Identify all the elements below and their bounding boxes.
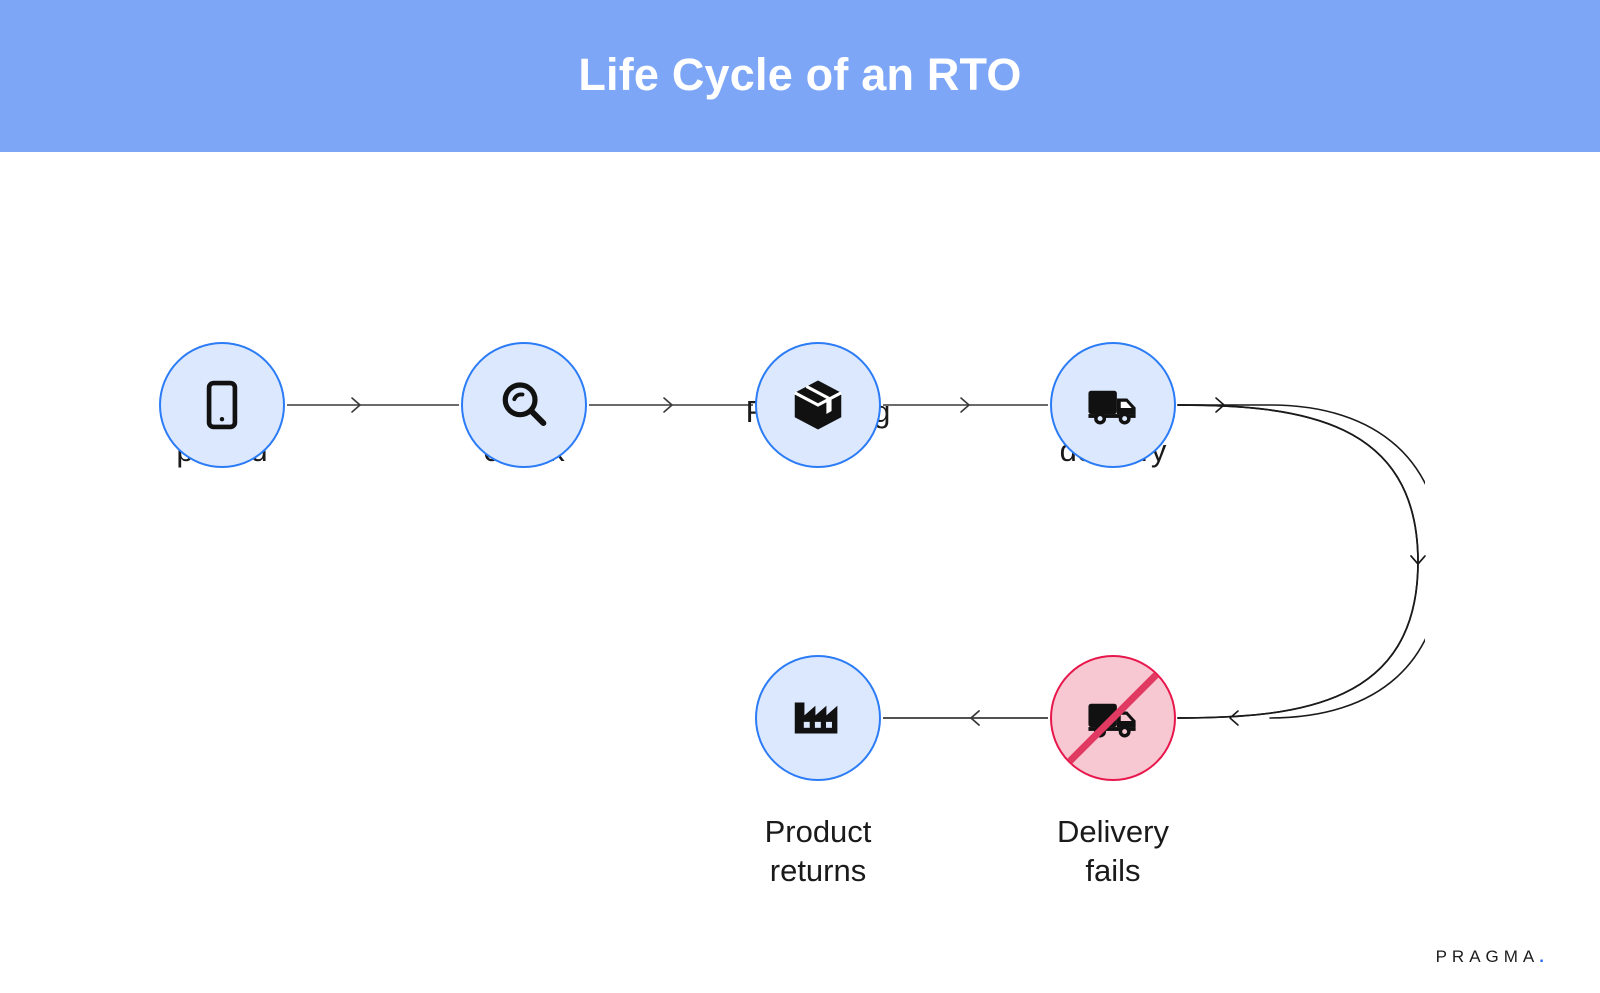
- node-delivery-fails[interactable]: [1050, 655, 1176, 781]
- pragma-logo: PRAGMA.: [1436, 947, 1544, 967]
- brand-dot: .: [1539, 947, 1544, 966]
- header-banner: Life Cycle of an RTO: [0, 0, 1600, 152]
- connector-quality-to-packaging: [589, 397, 753, 413]
- node-out-for-delivery[interactable]: [1050, 342, 1176, 468]
- node-label-delivery-fails: Delivery fails: [1057, 814, 1169, 888]
- magnifier-icon: [502, 382, 547, 427]
- flowchart-diagram: Order placed Quality check Packaging Out…: [0, 152, 1600, 993]
- delivery-truck-blocked-icon: [1088, 703, 1136, 738]
- node-packaging[interactable]: [755, 342, 881, 468]
- factory-icon: [794, 702, 838, 734]
- connector-order-to-quality: [287, 397, 459, 413]
- package-box-icon: [794, 380, 842, 430]
- connector-packaging-to-outfordelivery: [883, 397, 1048, 413]
- page-title: Life Cycle of an RTO: [578, 48, 1022, 100]
- node-order-placed[interactable]: [159, 342, 285, 468]
- smartphone-icon: [206, 380, 238, 430]
- node-product-returns[interactable]: [755, 655, 881, 781]
- brand-text: PRAGMA: [1435, 947, 1540, 966]
- connector-deliveryfails-to-productreturns: [883, 710, 1048, 726]
- node-quality-check[interactable]: [461, 342, 587, 468]
- delivery-truck-icon: [1088, 390, 1136, 425]
- node-label-product-returns: Product returns: [764, 814, 872, 888]
